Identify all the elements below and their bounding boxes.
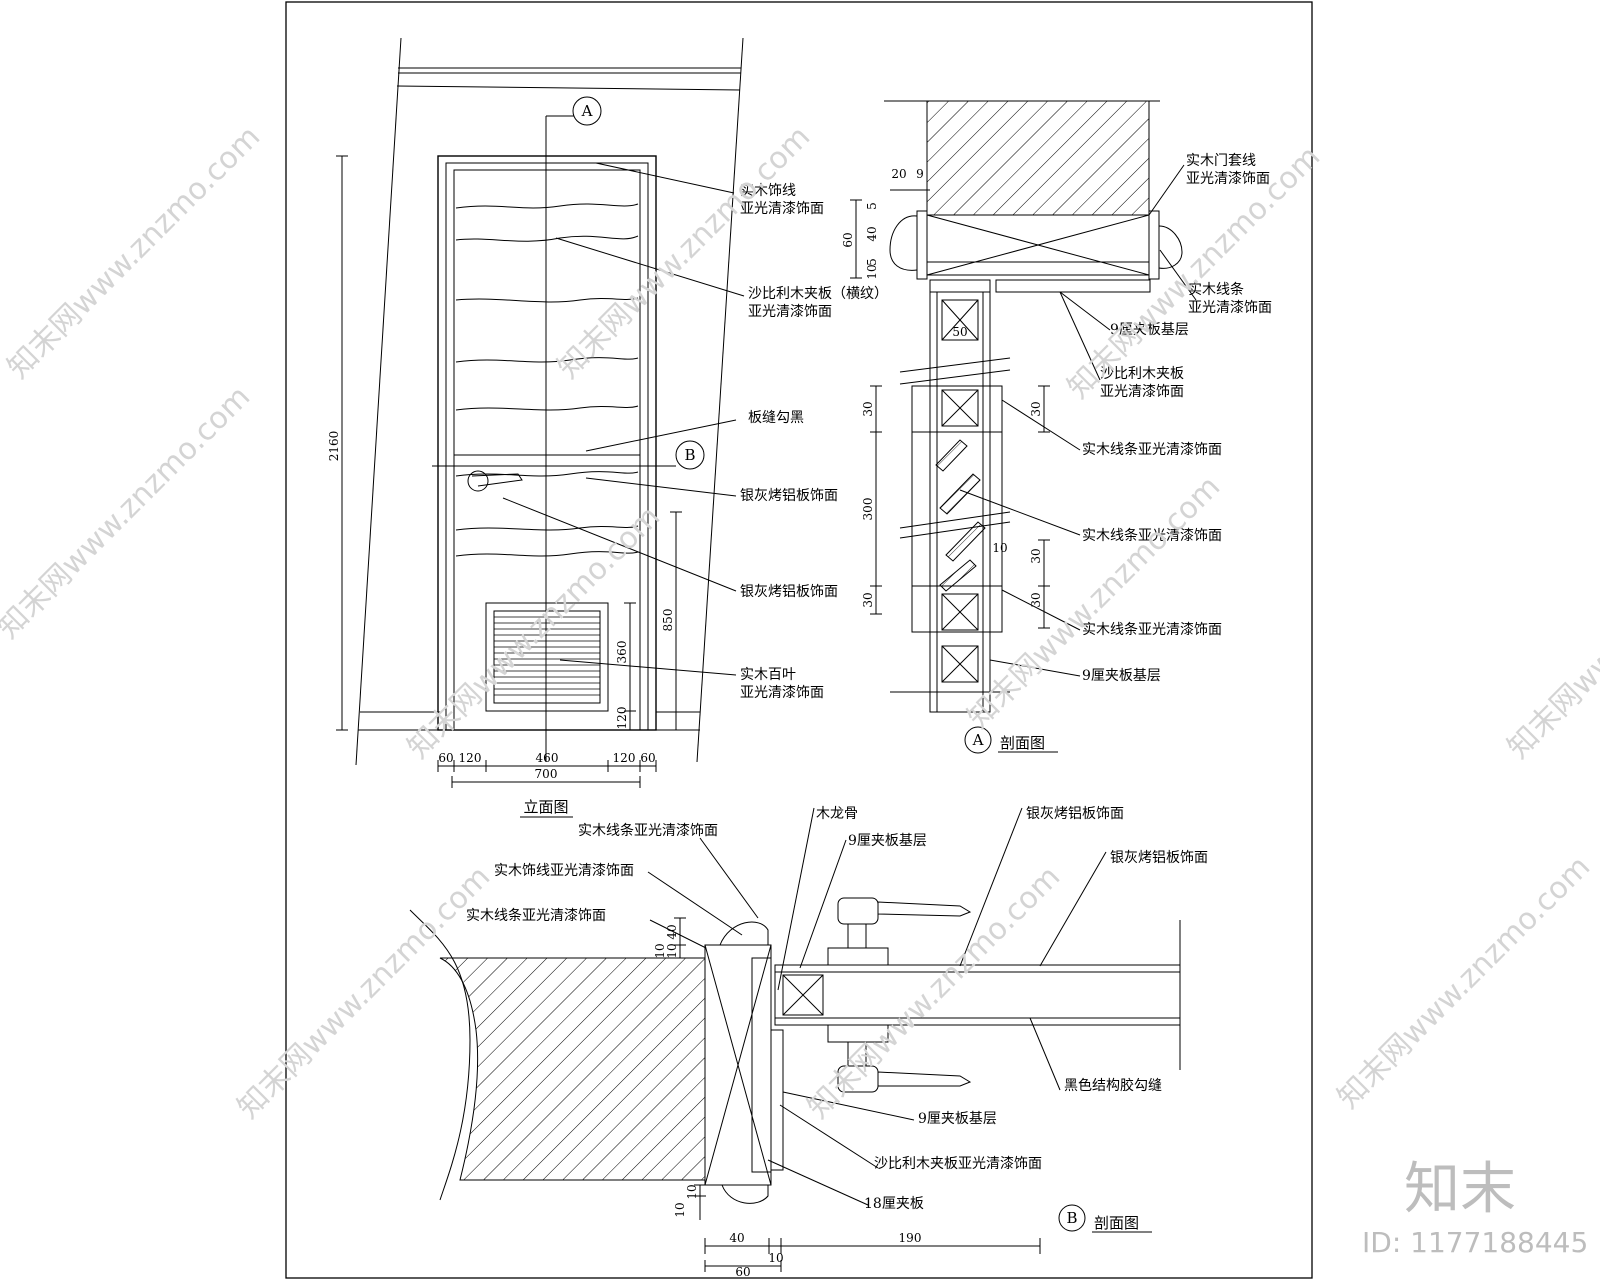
- watermark-text-10: 知末网www.znzmo.com: [1331, 849, 1597, 1115]
- dim-a-5a: 5: [865, 202, 879, 210]
- label-a-sapele: 沙比利木夹板亚光清漆饰面: [1100, 366, 1184, 400]
- section-a-title: 剖面图: [1000, 734, 1045, 752]
- dim-a-9: 9: [916, 167, 924, 181]
- section-a-marker-label: A: [972, 731, 984, 749]
- label-b-18mm-plywood: 18厘夹板: [864, 1196, 924, 1212]
- dim-bottom-1: 120: [459, 751, 482, 765]
- dim-a-10b: 10: [992, 541, 1007, 555]
- dim-b-40: 40: [729, 1231, 744, 1245]
- dim-b-bot-10b: 10: [673, 1202, 687, 1217]
- dim-b-190: 190: [899, 1231, 922, 1245]
- label-b-plywood-base-2: 9厘夹板基层: [918, 1110, 997, 1127]
- dim-handle-height: 850: [661, 609, 675, 632]
- dim-grille-height: 360: [615, 641, 629, 664]
- label-black-groove: 板缝勾黑: [748, 410, 804, 426]
- image-id-text: ID: 1177188445: [1362, 1226, 1588, 1259]
- label-a-trim-2: 实木线条亚光清漆饰面: [1082, 527, 1222, 544]
- dim-bottom-2: 460: [536, 751, 559, 765]
- label-wood-louvre: 实木百叶亚光清漆饰面: [740, 667, 824, 701]
- dim-grille-bottom: 120: [615, 707, 629, 730]
- dim-a-30-right-top: 30: [1029, 401, 1043, 416]
- label-a-door-casing: 实木门套线亚光清漆饰面: [1186, 153, 1270, 187]
- watermark-text-6: 知末网www.znzmo.com: [961, 469, 1227, 735]
- label-a-wood-trim: 实木线条亚光清漆饰面: [1188, 281, 1272, 316]
- section-a-drawing: [850, 100, 1197, 713]
- section-b-marker: [1058, 1204, 1086, 1232]
- label-b-decor-trim: 实木饰线亚光清漆饰面: [494, 863, 634, 879]
- dim-bottom-0: 60: [438, 751, 453, 765]
- dim-a-30-bottom: 30: [861, 592, 875, 607]
- dim-a-50: 50: [952, 325, 967, 339]
- label-b-wood-keel: 木龙骨: [816, 806, 858, 822]
- brand-logo-text: 知末: [1404, 1157, 1516, 1222]
- label-b-trim-left: 实木线条亚光清漆饰面: [466, 907, 606, 924]
- door-elevation: [336, 37, 745, 818]
- dim-a-10: 10: [865, 264, 879, 279]
- dim-bottom-3: 120: [613, 751, 636, 765]
- dim-b-10: 10: [768, 1251, 783, 1265]
- section-marker-a: [572, 96, 602, 126]
- dim-a-30-right-bot: 30: [1029, 592, 1043, 607]
- label-b-aluminum-2: 银灰烤铝板饰面: [1110, 850, 1208, 866]
- dim-a-20: 20: [891, 167, 906, 181]
- dim-total-width: 700: [535, 767, 558, 781]
- dim-a-30-right-mid: 30: [1029, 548, 1043, 563]
- dim-b-left-10a: 10: [665, 943, 679, 958]
- label-wood-trim: 实木饰线亚光清漆饰面: [740, 183, 824, 217]
- sheet-border: [285, 1, 1313, 1279]
- label-a-plywood-base-2: 9厘夹板基层: [1082, 667, 1161, 684]
- watermark-text-4: 知末网www.znzmo.com: [0, 379, 257, 645]
- dim-a-40: 40: [865, 226, 879, 241]
- watermark-text-2: 知末网www.znzmo.com: [551, 119, 817, 385]
- label-b-sapele: 沙比利木夹板亚光清漆饰面: [874, 1156, 1042, 1172]
- watermark-text-8: 知末网www.znzmo.com: [231, 859, 497, 1125]
- section-b-title: 剖面图: [1094, 1214, 1139, 1232]
- dim-b-left-10b: 10: [653, 943, 667, 958]
- watermark-text-7: 知末网www.znzmo.com: [1501, 499, 1600, 765]
- dim-b-left-40: 40: [665, 924, 679, 939]
- label-a-trim-3: 实木线条亚光清漆饰面: [1082, 621, 1222, 638]
- section-b-drawing: [409, 807, 1181, 1272]
- dim-a-300: 300: [861, 498, 875, 521]
- label-b-black-sealant: 黑色结构胶勾缝: [1064, 1077, 1162, 1094]
- label-a-plywood-base: 9厘夹板基层: [1110, 321, 1189, 338]
- section-b-marker-label: B: [1066, 1209, 1077, 1227]
- label-b-trim-top: 实木线条亚光清漆饰面: [578, 822, 718, 839]
- dim-a-60: 60: [841, 232, 855, 247]
- label-b-aluminum-1: 银灰烤铝板饰面: [1026, 806, 1124, 822]
- label-sapele-veneer: 沙比利木夹板（横纹）亚光清漆饰面: [748, 286, 888, 320]
- dim-bottom-4: 60: [640, 751, 655, 765]
- dim-b-60: 60: [735, 1265, 750, 1279]
- watermark-text-1: 知末网www.znzmo.com: [1, 119, 267, 385]
- section-marker-b-label: B: [684, 446, 695, 464]
- dim-height: 2160: [327, 431, 341, 462]
- dim-a-30-top: 30: [861, 401, 875, 416]
- section-marker-b: [675, 440, 705, 470]
- label-b-plywood-base: 9厘夹板基层: [848, 832, 927, 849]
- section-marker-a-label: A: [581, 102, 593, 120]
- elevation-title: 立面图: [523, 798, 568, 816]
- dim-a-5b: 5: [865, 258, 879, 266]
- label-aluminum-panel-1: 银灰烤铝板饰面: [740, 488, 838, 504]
- dim-b-bot-10a: 10: [685, 1184, 699, 1199]
- section-a-marker: [964, 726, 992, 754]
- label-aluminum-panel-2: 银灰烤铝板饰面: [740, 584, 838, 600]
- label-a-trim-1: 实木线条亚光清漆饰面: [1082, 441, 1222, 458]
